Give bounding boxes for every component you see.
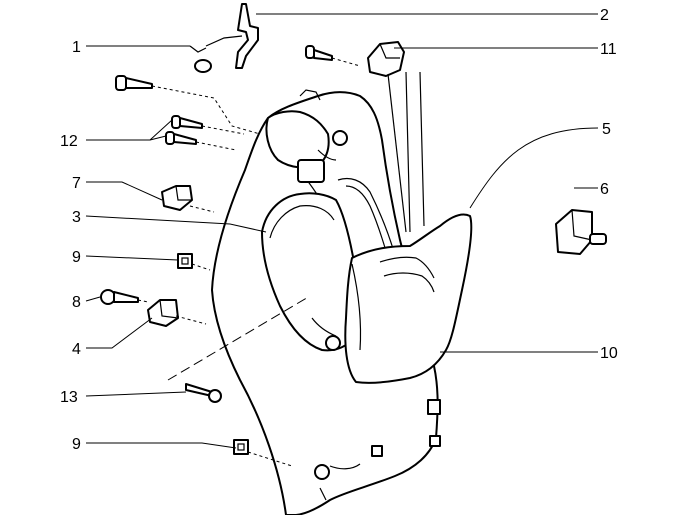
screw-12-lower (165, 131, 197, 145)
assembly-line-10 (247, 451, 293, 467)
assembly-line-2 (201, 125, 245, 135)
leg-shield-body (211, 89, 441, 516)
side-clip (555, 209, 607, 255)
bracket-hook (205, 3, 259, 69)
callout-6: 6 (600, 181, 609, 198)
callout-12: 12 (60, 133, 78, 150)
nut-9-upper (177, 253, 193, 269)
assembly-line-12 (387, 73, 407, 233)
clip-7 (161, 185, 193, 211)
assembly-line-9 (167, 295, 311, 381)
screw-12-upper (171, 115, 203, 129)
nut-9-lower (233, 439, 249, 455)
screw-13 (185, 383, 222, 403)
callout-2: 2 (600, 7, 609, 24)
glove-box-panel (344, 213, 473, 384)
assembly-line-8 (175, 315, 207, 325)
assembly-line-5 (189, 205, 215, 213)
screw-11 (305, 45, 333, 61)
assembly-line-7 (137, 299, 149, 303)
callout-4: 4 (72, 341, 81, 358)
callout-8: 8 (72, 294, 81, 311)
leader-lines (85, 13, 599, 449)
callout-1: 1 (72, 39, 81, 56)
screw-8 (100, 289, 139, 305)
assembly-line-3 (195, 141, 237, 151)
callout-13: 13 (60, 389, 78, 406)
callout-labels: 1 2 3 4 5 6 7 8 9 9 10 11 12 13 (60, 7, 618, 453)
screw-top-left (115, 75, 153, 91)
callout-11: 11 (600, 41, 617, 58)
callout-10: 10 (600, 345, 618, 362)
assembly-line-11 (405, 71, 425, 233)
callout-3: 3 (72, 209, 81, 226)
callout-9-upper: 9 (72, 249, 81, 266)
clip-4 (147, 299, 179, 327)
top-clip (367, 41, 405, 77)
callout-7: 7 (72, 175, 81, 192)
callout-9-lower: 9 (72, 436, 81, 453)
assembly-line-1 (151, 85, 261, 135)
assembly-line-6 (191, 263, 211, 271)
spring-clip (189, 45, 212, 73)
assembly-line-4 (331, 57, 361, 67)
callout-5: 5 (602, 121, 611, 138)
